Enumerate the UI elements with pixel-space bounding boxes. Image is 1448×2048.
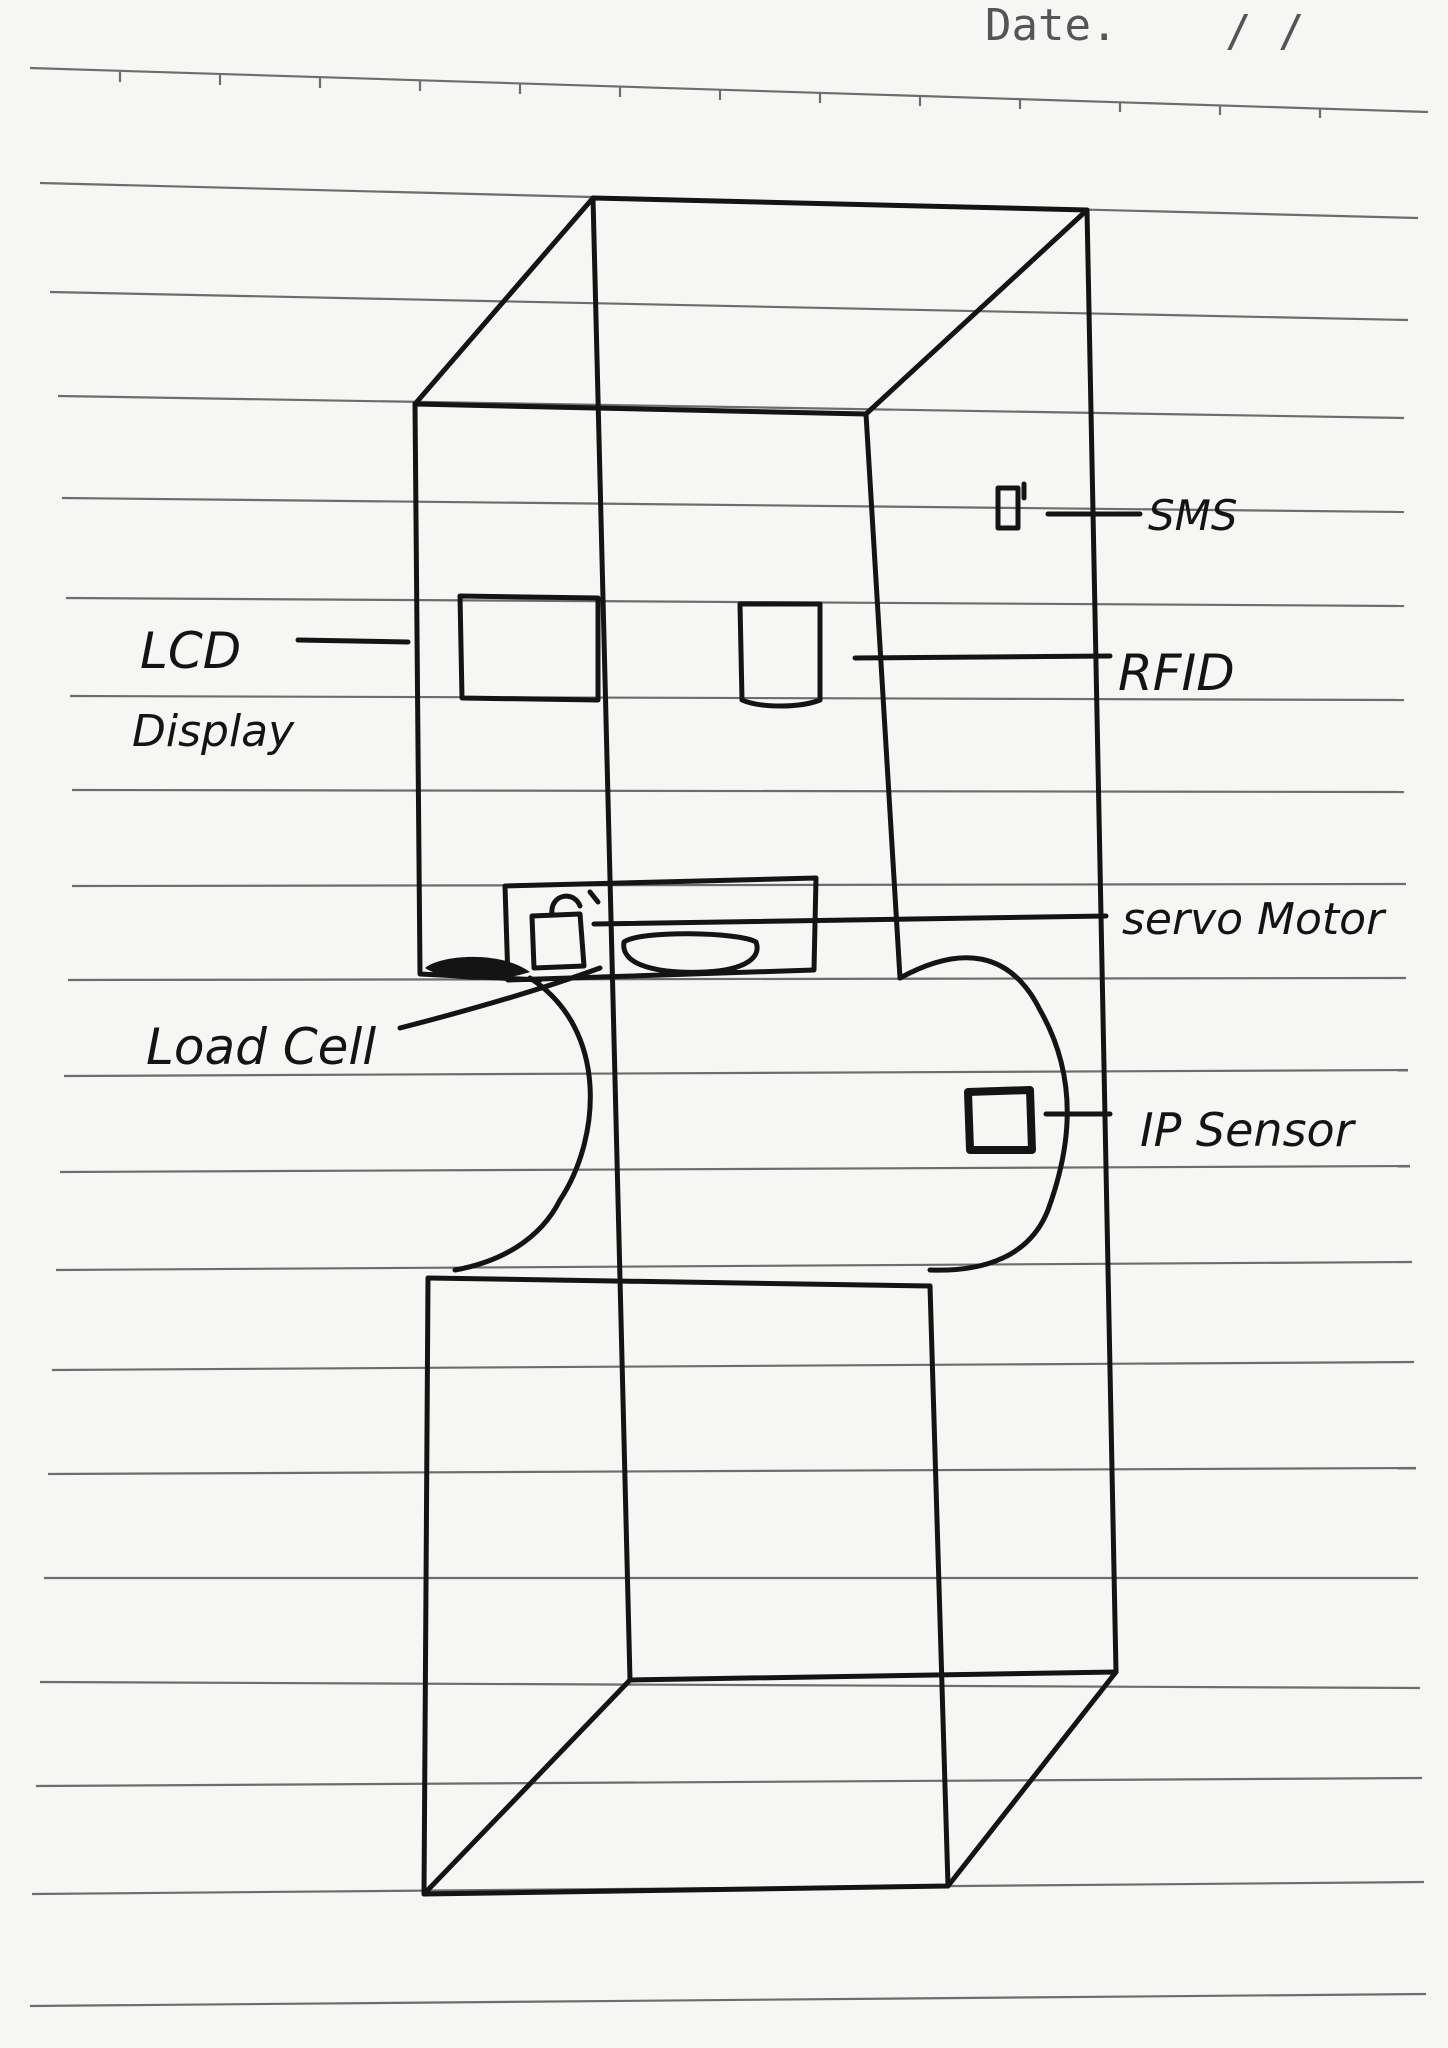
label-servo-motor: servo Motor xyxy=(1122,894,1387,945)
cabinet-body xyxy=(415,198,1116,1894)
lcd-leader-line xyxy=(298,640,408,642)
recess-left-curve xyxy=(455,978,590,1270)
lower-front-top-edge xyxy=(428,1278,930,1286)
lcd-display-screen xyxy=(460,596,598,700)
recess-right-curve xyxy=(900,958,1067,1270)
label-ip-sensor: IP Sensor xyxy=(1140,1103,1357,1157)
lower-front-box xyxy=(424,1278,948,1894)
date-slashes: / / xyxy=(1225,6,1304,57)
label-load-cell: Load Cell xyxy=(146,1018,376,1076)
servo-motor-body xyxy=(532,914,584,968)
bottom-left-diagonal xyxy=(424,1680,630,1894)
rfid-leader-line xyxy=(855,656,1110,658)
cabinet-back-right-edge xyxy=(1087,210,1116,1672)
ir-sensor-box xyxy=(968,1090,1032,1150)
label-rfid: RFID xyxy=(1118,644,1235,702)
upper-front-right-edge xyxy=(866,414,900,978)
rfid-reader xyxy=(740,604,820,706)
dispensing-slot xyxy=(505,878,816,980)
header-rule xyxy=(30,68,1428,112)
servo-motor-arm xyxy=(552,892,598,914)
label-lcd: LCD xyxy=(140,622,241,680)
date-label: Date. xyxy=(985,0,1117,51)
upper-front-left-edge xyxy=(415,404,540,980)
dispense-tray-opening xyxy=(624,934,757,973)
servo-leader-line xyxy=(594,916,1106,924)
cabinet-back-bottom-edge xyxy=(630,1672,1116,1680)
label-sms: SMS xyxy=(1148,491,1238,540)
label-display: Display xyxy=(132,706,295,757)
